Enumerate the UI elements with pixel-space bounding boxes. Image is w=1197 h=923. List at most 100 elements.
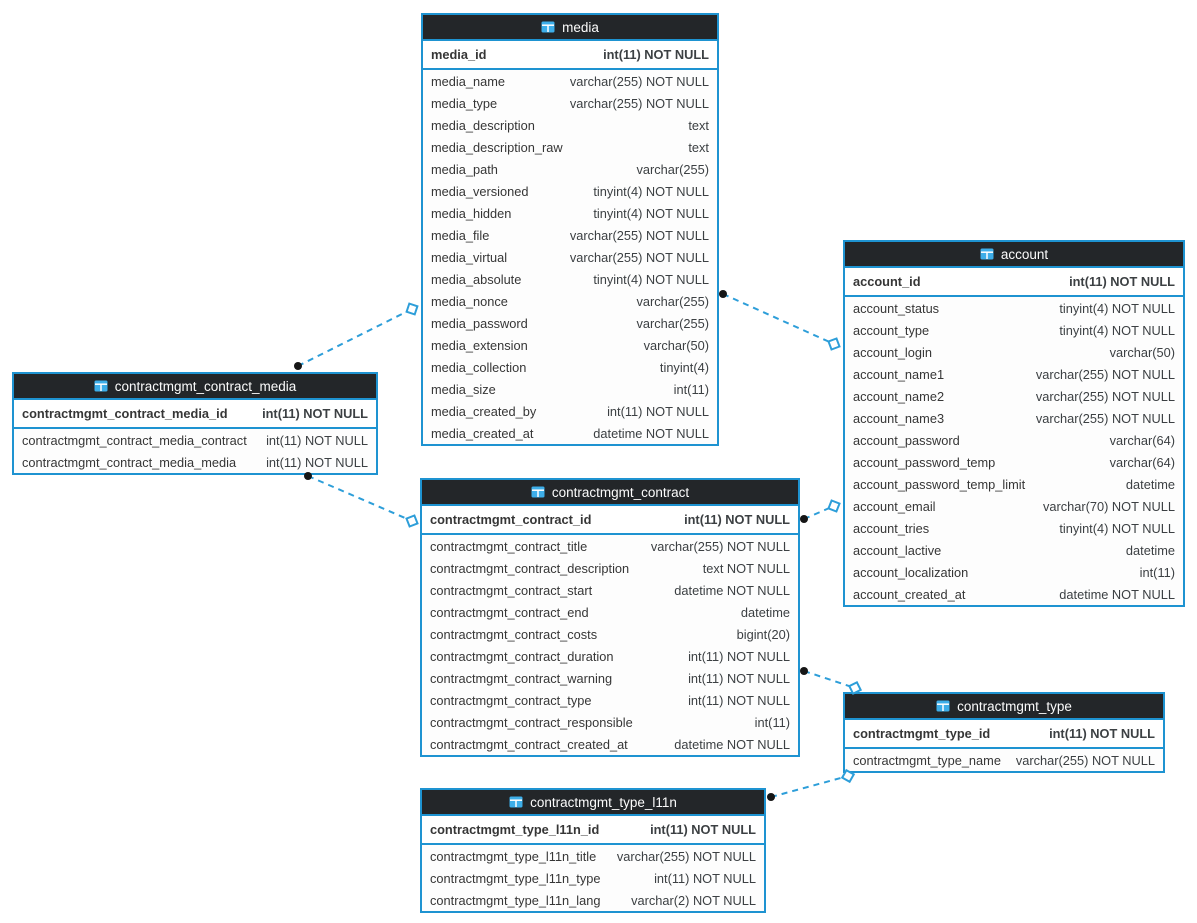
relationship-contractmgmt_contract_media-to-contractmgmt_contract bbox=[304, 472, 419, 528]
relationship-contractmgmt_contract_media-to-media bbox=[294, 302, 419, 370]
column-type: datetime NOT NULL bbox=[593, 425, 709, 441]
table-contractmgmt_contract[interactable]: contractmgmt_contract contractmgmt_contra… bbox=[420, 478, 800, 757]
column-type: int(11) NOT NULL bbox=[1049, 726, 1155, 741]
column-name: media_created_by bbox=[431, 403, 537, 419]
column-name: media_virtual bbox=[431, 249, 508, 265]
column-type: varchar(255) bbox=[636, 161, 709, 177]
table-title: contractmgmt_type bbox=[957, 698, 1072, 714]
column-type: varchar(255) NOT NULL bbox=[569, 73, 709, 89]
column-type: datetime bbox=[740, 604, 790, 620]
column-type: datetime NOT NULL bbox=[674, 736, 790, 752]
relationship-media-to-account bbox=[719, 290, 841, 351]
column-type: int(11) NOT NULL bbox=[266, 454, 368, 470]
relationship-dot-end bbox=[800, 667, 808, 675]
column-name: account_localization bbox=[853, 564, 969, 580]
column-name: media_size bbox=[431, 381, 496, 397]
relationship-line bbox=[770, 775, 849, 798]
column-type: datetime bbox=[1125, 476, 1175, 492]
column-type: bigint(20) bbox=[736, 626, 790, 642]
column-name: contractmgmt_contract_media_media bbox=[22, 454, 237, 470]
column-name: contractmgmt_contract_id bbox=[430, 512, 592, 527]
column-type: varchar(50) bbox=[643, 337, 709, 353]
column-row-account_lactive: account_lactive datetime bbox=[845, 539, 1183, 561]
column-type: datetime NOT NULL bbox=[1059, 586, 1175, 602]
table-icon bbox=[509, 796, 523, 808]
column-name: media_id bbox=[431, 47, 487, 62]
column-type: varchar(255) NOT NULL bbox=[1035, 410, 1175, 426]
column-name: media_created_at bbox=[431, 425, 534, 441]
column-name: account_password_temp bbox=[853, 454, 996, 470]
column-type: varchar(2) NOT NULL bbox=[631, 892, 756, 908]
column-name: contractmgmt_contract_costs bbox=[430, 626, 598, 642]
table-header-account[interactable]: account bbox=[845, 242, 1183, 268]
column-type: datetime NOT NULL bbox=[674, 582, 790, 598]
table-header-contractmgmt_type[interactable]: contractmgmt_type bbox=[845, 694, 1163, 720]
table-icon bbox=[531, 486, 545, 498]
column-type: varchar(255) NOT NULL bbox=[1035, 388, 1175, 404]
relationship-line bbox=[307, 475, 413, 522]
table-header-contractmgmt_contract[interactable]: contractmgmt_contract bbox=[422, 480, 798, 506]
column-name: media_type bbox=[431, 95, 498, 111]
column-type: tinyint(4) bbox=[659, 359, 709, 375]
column-type: varchar(255) NOT NULL bbox=[616, 848, 756, 864]
column-row-media_name: media_name varchar(255) NOT NULL bbox=[423, 70, 717, 92]
column-type: varchar(50) bbox=[1109, 344, 1175, 360]
relationship-diamond-end bbox=[827, 499, 841, 513]
column-name: account_lactive bbox=[853, 542, 942, 558]
relationship-contractmgmt_contract-to-account bbox=[800, 499, 841, 523]
column-name: contractmgmt_type_l11n_id bbox=[430, 822, 600, 837]
column-type: int(11) NOT NULL bbox=[684, 512, 790, 527]
column-type: int(11) bbox=[1139, 564, 1175, 580]
column-name: contractmgmt_contract_responsible bbox=[430, 714, 633, 730]
column-type: varchar(255) NOT NULL bbox=[569, 227, 709, 243]
table-header-media[interactable]: media bbox=[423, 15, 717, 41]
relationship-diamond-end bbox=[405, 302, 419, 316]
table-contractmgmt_type_l11n[interactable]: contractmgmt_type_l11n contractmgmt_type_… bbox=[420, 788, 766, 913]
column-name: contractmgmt_type_l11n_lang bbox=[430, 892, 601, 908]
column-name: media_absolute bbox=[431, 271, 522, 287]
column-type: varchar(255) NOT NULL bbox=[1015, 752, 1155, 768]
column-name: contractmgmt_type_name bbox=[853, 752, 1001, 768]
column-name: account_type bbox=[853, 322, 930, 338]
relationship-contractmgmt_contract-to-contractmgmt_type bbox=[800, 667, 863, 696]
column-type: varchar(255) bbox=[636, 315, 709, 331]
table-header-contractmgmt_contract_media[interactable]: contractmgmt_contract_media bbox=[14, 374, 376, 400]
column-name: media_name bbox=[431, 73, 505, 89]
table-header-contractmgmt_type_l11n[interactable]: contractmgmt_type_l11n bbox=[422, 790, 764, 816]
column-type: text NOT NULL bbox=[702, 560, 790, 576]
column-type: varchar(70) NOT NULL bbox=[1042, 498, 1175, 514]
column-name: contractmgmt_type_l11n_type bbox=[430, 870, 601, 886]
column-name: account_name3 bbox=[853, 410, 945, 426]
column-type: int(11) NOT NULL bbox=[607, 403, 709, 419]
column-type: datetime bbox=[1125, 542, 1175, 558]
relationship-dot-end bbox=[294, 362, 302, 370]
